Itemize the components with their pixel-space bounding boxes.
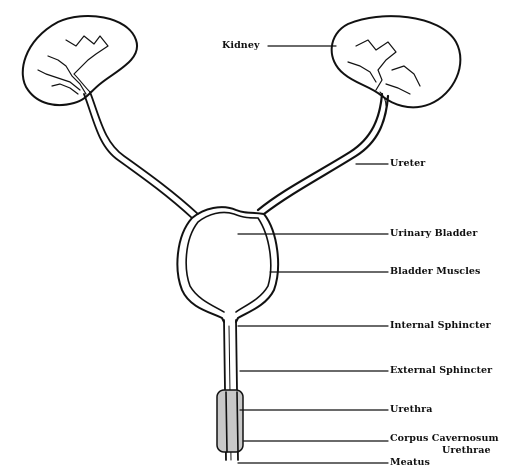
left-kidney <box>23 16 137 105</box>
label-internal-sphincter: Internal Sphincter <box>390 320 491 331</box>
corpus-cavernosum <box>217 390 243 452</box>
label-urinary-bladder: Urinary Bladder <box>390 228 477 239</box>
label-kidney: Kidney <box>222 40 260 51</box>
left-kidney-pelvis <box>66 36 108 74</box>
label-corpus-cavernosum-urethrae: Urethrae <box>442 445 491 456</box>
label-corpus-cavernosum: Corpus Cavernosum <box>390 433 499 444</box>
bladder-outer-wall <box>177 207 278 322</box>
left-ureter <box>84 94 192 218</box>
label-external-sphincter: External Sphincter <box>390 365 492 376</box>
label-meatus: Meatus <box>390 457 430 468</box>
bladder-inner-wall <box>186 212 271 312</box>
label-bladder-muscles: Bladder Muscles <box>390 266 481 277</box>
label-urethra: Urethra <box>390 404 433 415</box>
right-kidney <box>332 16 461 107</box>
label-ureter: Ureter <box>390 158 425 169</box>
